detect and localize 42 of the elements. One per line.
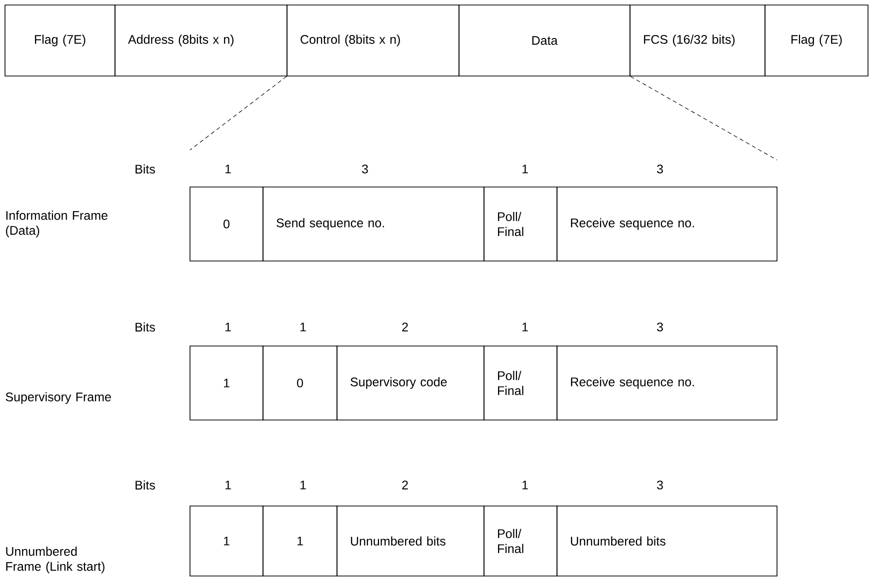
field-cell: Receive sequence no. (556, 346, 778, 420)
field-cell: Flag (7E) (764, 4, 868, 76)
bit-count: 1 (226, 322, 231, 332)
field-cell: Data (458, 4, 630, 76)
field-cell: 1 (262, 506, 338, 576)
expansion-line (630, 76, 778, 160)
field-cell: Receive sequence no. (556, 186, 778, 262)
bit-count: 2 (402, 480, 408, 490)
bit-count: 3 (657, 164, 663, 174)
field-cell: 0 (190, 186, 264, 262)
field-cell: Poll/ Final (484, 506, 558, 576)
field-cell: Poll/ Final (484, 346, 558, 420)
field-cell: 0 (262, 346, 338, 420)
bit-count: 1 (522, 164, 528, 174)
bit-count: 1 (300, 480, 306, 490)
bit-count: 1 (522, 322, 528, 332)
field-cell: Flag (7E) (4, 4, 116, 76)
bits-label: Bits (136, 322, 155, 332)
frame-type-label: Unnumbered Frame (Link start) (6, 546, 104, 574)
bits-label: Bits (136, 164, 155, 174)
bit-count: 3 (657, 322, 663, 332)
field-cell: Unnumbered bits (556, 506, 778, 576)
bit-count: 1 (300, 322, 306, 332)
field-cell: 1 (190, 506, 264, 576)
bit-count: 2 (402, 322, 408, 332)
field-cell: 1 (190, 346, 264, 420)
frame-type-label: Information Frame (Data) (6, 210, 108, 238)
bits-label: Bits (136, 480, 155, 490)
bit-count: 1 (522, 480, 528, 490)
bit-count: 1 (226, 164, 231, 174)
bit-count: 3 (657, 480, 663, 490)
field-cell: FCS (16/32 bits) (630, 4, 766, 76)
bit-count: 1 (226, 480, 231, 490)
frame-type-label: Supervisory Frame (6, 392, 111, 404)
field-cell: Poll/ Final (484, 186, 558, 262)
expansion-line (190, 76, 287, 150)
field-cell: Unnumbered bits (336, 506, 484, 576)
field-cell: Control (8bits x n) (286, 4, 460, 76)
field-cell: Address (8bits x n) (114, 4, 288, 76)
field-cell: Send sequence no. (262, 186, 484, 262)
field-cell: Supervisory code (336, 346, 484, 420)
bit-count: 3 (362, 164, 368, 174)
